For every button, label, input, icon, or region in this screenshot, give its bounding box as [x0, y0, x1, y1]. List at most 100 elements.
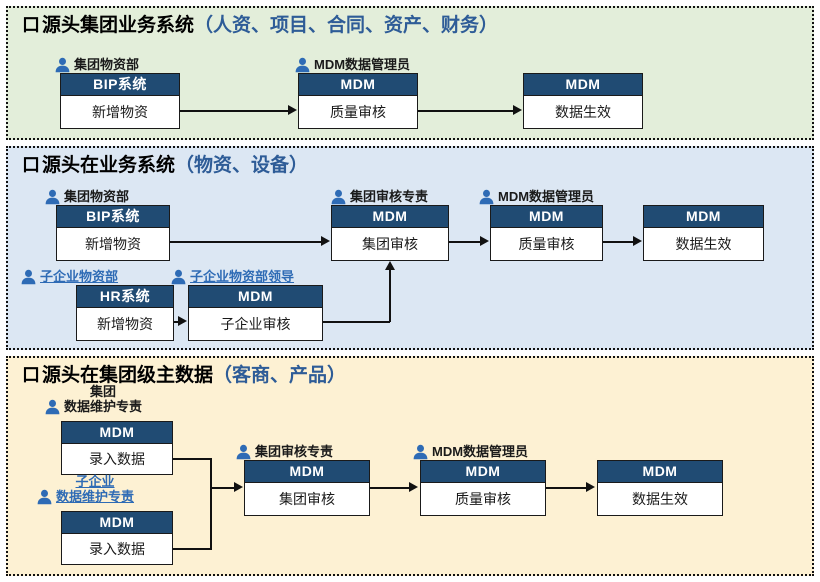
connector-s2-3-arrow-icon — [633, 236, 642, 246]
connector-s3-merge-bottom — [173, 548, 211, 550]
person-icon — [170, 269, 187, 285]
connector-s2-1 — [170, 241, 322, 243]
connector-s2-1-arrow-icon — [321, 236, 330, 246]
person-icon — [44, 189, 61, 205]
box-header: MDM — [524, 74, 642, 96]
role-group-review-owner: 集团审核专责 — [330, 188, 428, 205]
role-group-materials-dept: 集团物资部 — [44, 188, 129, 205]
box-s1-mdm-quality-review[interactable]: MDM 质量审核 — [298, 73, 418, 129]
role-group-materials-dept: 集团物资部 — [54, 56, 140, 73]
box-header: MDM — [62, 512, 172, 534]
role-label: 集团审核专责 — [255, 444, 334, 460]
person-icon — [330, 189, 347, 205]
box-s3-mdm-enter-data-sub[interactable]: MDM 录入数据 — [61, 511, 173, 565]
role-label-stack: 集团 数据维护专责 — [64, 384, 143, 414]
connector-s1-1-arrow-icon — [288, 105, 297, 115]
role-label-line2: 数据维护专责 — [64, 398, 143, 414]
section-1-title-main: 源头集团业务系统 — [42, 15, 195, 36]
connector-s2-2-arrow-icon — [480, 236, 489, 246]
connector-s2-5-vertical — [389, 270, 391, 322]
connector-s1-1 — [180, 110, 289, 112]
role-mdm-data-admin: MDM数据管理员 — [294, 56, 410, 73]
box-s3-mdm-enter-data-group[interactable]: MDM 录入数据 — [61, 421, 173, 475]
section-2-title: 口源头在业务系统（物资、设备） — [22, 156, 308, 175]
person-icon — [235, 444, 252, 460]
box-header: MDM — [644, 206, 763, 228]
person-icon — [54, 57, 71, 73]
box-body: 数据生效 — [524, 96, 642, 128]
role-label: 子企业物资部 — [40, 269, 119, 285]
section-source-group-business-system: 口源头集团业务系统（人资、项目、合同、资产、财务） 集团物资部 MDM数据管理员 — [6, 6, 814, 140]
box-body: 质量审核 — [491, 228, 602, 260]
role-label-line2: 数据维护专责 — [56, 488, 135, 504]
box-header: HR系统 — [77, 286, 173, 308]
connector-s2-4-arrow-icon — [178, 316, 187, 326]
box-header: MDM — [421, 461, 545, 483]
box-body: 新增物资 — [61, 96, 179, 128]
box-header: MDM — [62, 422, 172, 444]
box-body: 数据生效 — [644, 228, 763, 260]
role-sub-enterprise-materials-dept: 子企业物资部 — [20, 268, 119, 285]
box-s2-mdm-group-review[interactable]: MDM 集团审核 — [331, 205, 449, 261]
box-body: 新增物资 — [77, 308, 173, 340]
role-label: 子企业物资部领导 — [190, 269, 295, 285]
box-body: 新增物资 — [57, 228, 169, 260]
box-s2-mdm-data-effective[interactable]: MDM 数据生效 — [643, 205, 764, 261]
role-label-line1: 集团 — [90, 384, 117, 399]
connector-s2-4 — [174, 321, 179, 323]
role-group-data-maintainer: 集团 数据维护专责 — [44, 384, 143, 415]
box-s3-mdm-group-review[interactable]: MDM 集团审核 — [244, 460, 370, 516]
person-icon — [44, 399, 61, 415]
person-icon — [36, 489, 53, 505]
connector-s3-2-arrow-icon — [409, 482, 418, 492]
role-label: MDM数据管理员 — [432, 444, 529, 460]
connector-s3-merge-arrow-icon — [234, 482, 243, 492]
section-3-title-main: 源头在集团级主数据 — [42, 365, 214, 386]
box-s2-bip-add-material[interactable]: BIP系统 新增物资 — [56, 205, 170, 261]
box-s1-bip-add-material[interactable]: BIP系统 新增物资 — [60, 73, 180, 129]
connector-s1-2-arrow-icon — [513, 105, 522, 115]
person-icon — [294, 57, 311, 73]
box-header: MDM — [189, 286, 322, 308]
section-1-title-paren: （人资、项目、合同、资产、财务） — [194, 15, 499, 36]
role-label: MDM数据管理员 — [498, 189, 595, 205]
role-label-line1: 子企业 — [75, 474, 115, 489]
box-header: BIP系统 — [61, 74, 179, 96]
role-mdm-data-admin: MDM数据管理员 — [412, 443, 529, 460]
connector-s3-merge-out — [210, 487, 235, 489]
box-s3-mdm-data-effective[interactable]: MDM 数据生效 — [597, 460, 723, 516]
box-header: MDM — [299, 74, 417, 96]
box-header: MDM — [332, 206, 448, 228]
box-body: 录入数据 — [62, 444, 172, 474]
box-body: 子企业审核 — [189, 308, 322, 340]
role-sub-enterprise-materials-leader: 子企业物资部领导 — [170, 268, 295, 285]
person-icon — [478, 189, 495, 205]
section-3-title-paren: （客商、产品） — [213, 365, 347, 386]
role-label: 集团物资部 — [74, 57, 140, 73]
box-header: MDM — [598, 461, 722, 483]
box-body: 质量审核 — [421, 483, 545, 515]
box-body: 数据生效 — [598, 483, 722, 515]
box-body: 集团审核 — [332, 228, 448, 260]
connector-s3-merge-vertical — [210, 458, 212, 550]
box-body: 录入数据 — [62, 534, 172, 564]
section-title-bullet-icon: 口 — [22, 155, 40, 175]
box-s3-mdm-quality-review[interactable]: MDM 质量审核 — [420, 460, 546, 516]
role-mdm-data-admin: MDM数据管理员 — [478, 188, 595, 205]
connector-s2-2 — [449, 241, 481, 243]
section-2-title-main: 源头在业务系统 — [42, 155, 176, 176]
section-source-in-business-system: 口源头在业务系统（物资、设备） 集团物资部 集团审核专责 — [6, 146, 814, 350]
box-s2-mdm-sub-review[interactable]: MDM 子企业审核 — [188, 285, 323, 341]
connector-s1-2 — [418, 110, 514, 112]
box-s2-mdm-quality-review[interactable]: MDM 质量审核 — [490, 205, 603, 261]
role-label-stack: 子企业 数据维护专责 — [56, 474, 135, 504]
connector-s2-5-horizontal — [323, 321, 390, 323]
role-sub-enterprise-data-maintainer: 子企业 数据维护专责 — [36, 474, 135, 505]
box-body: 集团审核 — [245, 483, 369, 515]
box-s1-mdm-data-effective[interactable]: MDM 数据生效 — [523, 73, 643, 129]
box-s2-hr-add-material[interactable]: HR系统 新增物资 — [76, 285, 174, 341]
box-header: MDM — [245, 461, 369, 483]
connector-s2-5-arrow-icon — [385, 261, 395, 270]
person-icon — [412, 444, 429, 460]
